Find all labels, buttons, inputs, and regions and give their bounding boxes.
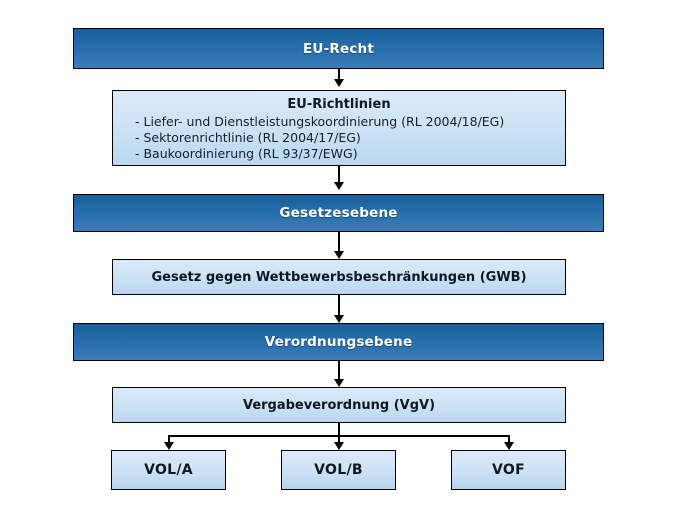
connector-branch-to-vol-a: [168, 435, 170, 444]
eu-richtlinien-item-2: - Sektorenrichtlinie (RL 2004/17/EG): [135, 130, 361, 145]
connector-branch-to-vof: [508, 435, 510, 444]
eu-richtlinien-list: - Liefer- und Dienstleistungskoordinieru…: [123, 114, 555, 162]
connector-richtlinien-to-gesetzesebene: [338, 166, 340, 184]
arrowhead-vol-b: [334, 442, 344, 450]
connector-gwb-to-verordnungsebene: [338, 295, 340, 317]
connector-vgv-stem: [338, 423, 340, 436]
connector-gesetzesebene-to-gwb: [338, 232, 340, 253]
box-vgv-label: Vergabeverordnung (VgV): [242, 397, 436, 413]
eu-richtlinien-heading: EU-Richtlinien: [287, 97, 391, 112]
arrowhead-gwb-to-verordnungsebene: [334, 315, 344, 323]
box-vof-label: VOF: [492, 462, 525, 478]
eu-richtlinien-item-1: - Liefer- und Dienstleistungskoordinieru…: [135, 114, 505, 129]
level-bar-gesetzesebene[interactable]: Gesetzesebene: [73, 194, 604, 232]
box-gwb[interactable]: Gesetz gegen Wettbewerbsbeschränkungen (…: [112, 259, 566, 295]
level-bar-eu-recht-label: EU-Recht: [302, 40, 374, 57]
arrowhead-eu-recht-to-richtlinien: [334, 79, 344, 87]
connector-eu-recht-to-richtlinien: [338, 69, 340, 81]
connector-branch-to-vol-b: [338, 435, 340, 444]
arrowhead-gesetzesebene-to-gwb: [334, 251, 344, 259]
box-vol-b[interactable]: VOL/B: [281, 450, 396, 490]
box-vof[interactable]: VOF: [451, 450, 566, 490]
eu-richtlinien-item-3: - Baukoordinierung (RL 93/37/EWG): [135, 146, 358, 161]
box-vol-a-label: VOL/A: [144, 462, 193, 478]
level-bar-verordnungsebene[interactable]: Verordnungsebene: [73, 323, 604, 361]
box-vol-b-label: VOL/B: [314, 462, 363, 478]
box-eu-richtlinien[interactable]: EU-Richtlinien - Liefer- und Dienstleist…: [112, 90, 566, 166]
level-bar-gesetzesebene-label: Gesetzesebene: [279, 205, 398, 221]
box-vol-a[interactable]: VOL/A: [111, 450, 226, 490]
level-bar-eu-recht[interactable]: EU-Recht: [73, 28, 604, 69]
arrowhead-vof: [504, 442, 514, 450]
level-bar-verordnungsebene-label: Verordnungsebene: [264, 334, 413, 350]
box-vgv[interactable]: Vergabeverordnung (VgV): [112, 387, 566, 423]
box-gwb-label: Gesetz gegen Wettbewerbsbeschränkungen (…: [151, 269, 527, 285]
arrowhead-vol-a: [164, 442, 174, 450]
connector-verordnungsebene-to-vgv: [338, 361, 340, 382]
arrowhead-richtlinien-to-gesetzesebene: [334, 182, 344, 190]
arrowhead-verordnungsebene-to-vgv: [334, 379, 344, 387]
